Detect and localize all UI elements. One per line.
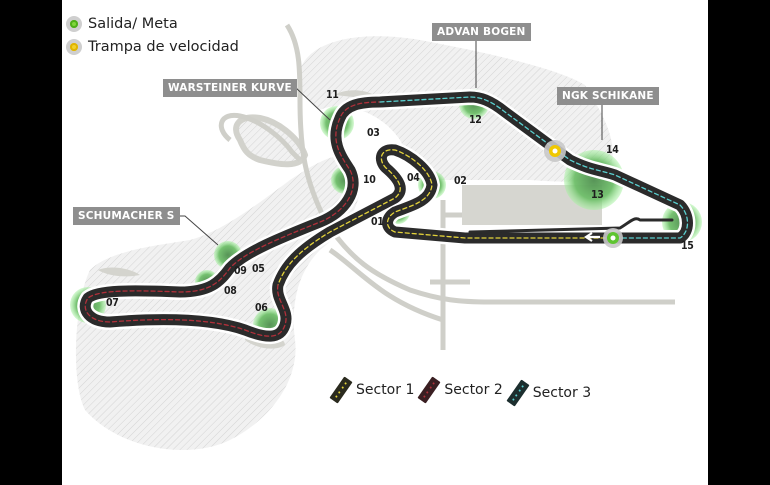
turn-09: 09	[234, 265, 247, 277]
circuit-map: Salida/ Meta Trampa de velocidad WARSTEI…	[62, 0, 708, 485]
sector-3-swatch-icon	[506, 379, 530, 407]
map-legend: Salida/ Meta Trampa de velocidad	[66, 12, 239, 58]
callout-ngk-schikane: NGK SCHIKANE	[557, 87, 659, 105]
direction-arrow-icon	[584, 232, 600, 242]
track-map-graphic	[70, 23, 702, 450]
callout-advan-bogen: ADVAN BOGEN	[432, 23, 531, 41]
start-finish-icon	[66, 15, 82, 32]
turn-06: 06	[255, 302, 268, 314]
speed-trap-icon	[66, 38, 82, 55]
turn-02: 02	[454, 175, 467, 187]
legend-start-finish-label: Salida/ Meta	[88, 15, 178, 32]
turn-07: 07	[106, 297, 119, 309]
sector-legend-2: Sector 2	[417, 376, 503, 404]
turn-10: 10	[363, 174, 376, 186]
turn-01: 01	[371, 216, 384, 228]
callout-schumacher-s: SCHUMACHER S	[73, 207, 180, 225]
sector-2-swatch-icon	[417, 376, 441, 404]
turn-08: 08	[224, 285, 237, 297]
turn-12: 12	[469, 114, 482, 126]
turn-04: 04	[407, 172, 420, 184]
turn-15: 15	[681, 240, 694, 252]
sector-legend-1: Sector 1	[329, 376, 415, 404]
sector-2-label: Sector 2	[444, 382, 503, 398]
sector-legend: Sector 1 Sector 2 Sector 3	[329, 374, 601, 407]
sector-1-label: Sector 1	[356, 382, 415, 398]
turn-03: 03	[367, 127, 380, 139]
sector-3-label: Sector 3	[532, 385, 592, 401]
turn-05: 05	[252, 263, 265, 275]
sector-legend-3: Sector 3	[506, 379, 592, 407]
turn-14: 14	[606, 144, 619, 156]
legend-start-finish: Salida/ Meta	[66, 12, 239, 35]
legend-speed-trap: Trampa de velocidad	[66, 35, 239, 58]
speed-trap-marker-icon	[544, 140, 566, 162]
legend-speed-trap-label: Trampa de velocidad	[88, 38, 239, 55]
turn-13: 13	[591, 189, 604, 201]
start-finish-marker-icon	[603, 228, 623, 248]
callout-warsteiner-kurve: WARSTEINER KURVE	[163, 79, 297, 97]
turn-11: 11	[326, 89, 339, 101]
